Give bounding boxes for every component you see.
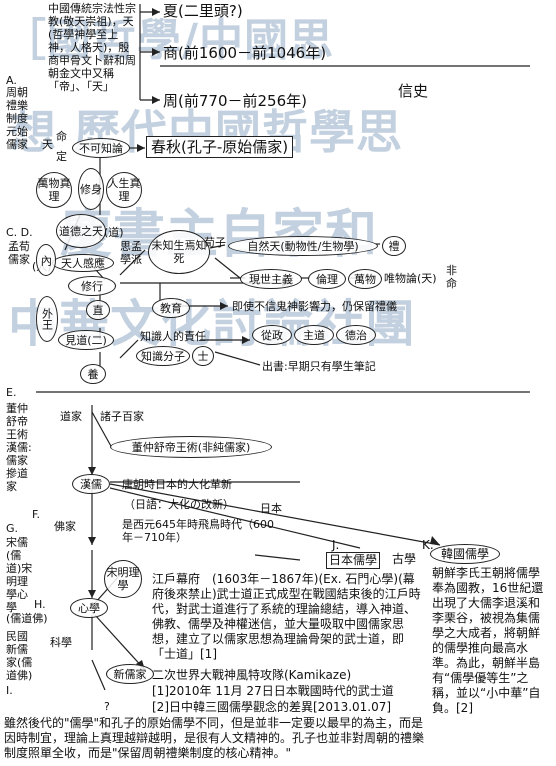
japan-bushido-body: 江戶幕府 (1603年－1867年)(Ex. 石門心學)(幕府後來禁止)武士道正… — [152, 572, 421, 661]
label-cd-body: 孟荀儒家 — [8, 240, 30, 266]
node-jiandao: 見道(二) — [58, 330, 114, 350]
label-k: K. — [422, 538, 434, 552]
text-xiyuan: 是西元645年時飛鳥時代（600年－710年） — [122, 518, 274, 544]
label-minguo: 民國新儒家(儒道佛) — [6, 630, 33, 682]
node-wanwu: 萬物真理 — [36, 172, 72, 208]
node-xianshi: 現世主義 — [240, 269, 302, 289]
node-yang: 養 — [80, 364, 106, 384]
node-daojia: 道家 — [60, 410, 82, 423]
node-wanwu-ren: 萬物 — [348, 269, 382, 289]
node-xiuxing: 修行 — [68, 276, 116, 296]
node-riben-ruxue: 日本儒學 — [326, 552, 381, 569]
node-bukezhi: 不可知論 — [72, 138, 130, 158]
node-ming: 命 — [56, 130, 67, 143]
label-h: H. — [34, 598, 46, 611]
label-a-body: 周朝禮樂制度元始儒家 — [6, 86, 28, 151]
node-tianren: 天人感應 — [52, 254, 114, 272]
node-li: 禮 — [382, 236, 406, 256]
dynasty-chunqiu: 春秋(孔子-原始儒家) — [146, 136, 294, 158]
node-zhudao: 主道 — [294, 325, 334, 345]
node-dongzhongshu: 董仲舒帝王術(非純儒家) — [110, 436, 272, 458]
node-chushu: 出書:早期只有學生筆記 — [262, 360, 376, 373]
label-g: G. — [6, 522, 19, 535]
text-tang-dahua: 唐朝時日本的大化革新 — [122, 478, 232, 491]
node-weiwu: 唯物論(天) — [384, 272, 437, 285]
label-e-body: 董仲舒帝王術漢儒:儒家摻道家 — [6, 402, 32, 493]
label-e: E. — [6, 386, 17, 399]
node-fojia: 佛家 — [54, 520, 76, 533]
node-fei: 非命 — [446, 264, 457, 290]
text-dahua-jp: （日語：大化の改新） — [124, 498, 234, 511]
label-i: I. — [6, 684, 13, 697]
node-jishi: 即使不信鬼神影響力，仍保留禮儀 — [232, 300, 397, 313]
korea-body: 朝鮮李氏王朝將儒學奉為國教，16世紀還出現了大儒李退溪和李栗谷，被視為集儒學之大… — [432, 566, 544, 715]
node-zhishifenzi: 知識分子 — [136, 346, 190, 366]
node-simeng: 思孟學派 — [120, 240, 142, 266]
node-wai: 外 — [40, 308, 54, 319]
node-xiushen: 修身 — [78, 168, 104, 210]
node-jiaoyu: 教育 — [152, 298, 190, 318]
label-f: F. — [32, 508, 41, 521]
text-riben: 日本 — [260, 502, 282, 515]
node-shi: 士 — [192, 346, 214, 366]
node-hanguo-ruxue: 韓國儒學 — [430, 544, 500, 564]
node-zhishiren: 知識人的責任 — [140, 330, 206, 343]
node-guxue: 古學 — [392, 552, 417, 566]
node-dezhi: 德治 — [336, 325, 376, 345]
node-wai-wang: 外王 — [36, 296, 58, 342]
dynasty-shang: 商(前1600－前1046年) — [163, 44, 327, 62]
node-xunzi: 荀子 — [204, 236, 226, 249]
dynasty-xia: 夏(二里頭?) — [163, 2, 243, 20]
node-hanru: 漢儒 — [72, 474, 110, 494]
label-j: J. — [332, 538, 340, 552]
text-kamikaze: 二次世界大戰神風特攻隊(Kamikaze) — [152, 668, 352, 682]
label-xinshi: 信史 — [398, 82, 429, 100]
node-ziran: 自然天(動物性/生物學) — [228, 236, 378, 256]
node-xinxue: 心學 — [70, 598, 108, 618]
node-ding: 定 — [56, 150, 67, 163]
label-g-body: 宋儒(儒道)宋明理學心學 — [6, 536, 33, 614]
question-mark: ? — [104, 700, 110, 713]
node-zhi: 直 — [86, 300, 110, 320]
ref-2: [2]日中韓三國儒學觀念的差異[2013.01.07] — [152, 700, 392, 714]
ancient-religion-note: 中國傳統宗法性宗教(敬天崇祖)，天(哲學神學至上神，人格天)，殷商甲骨文卜辭和周… — [48, 2, 136, 93]
node-dao-paren: (道) — [104, 226, 124, 239]
ref-1: [1]2010年 11月 27日日本戰國時代的武士道 — [152, 684, 394, 698]
node-wang: 王 — [40, 319, 54, 330]
node-rensheng: 人生真理 — [106, 172, 142, 208]
node-nei: 內 — [36, 244, 56, 276]
node-xinrujia: 新儒家 — [106, 664, 154, 684]
node-tian: 天 — [42, 138, 53, 151]
node-kexue: 科學 — [50, 636, 72, 649]
label-h-body: (儒道佛) — [6, 612, 48, 625]
node-daode: 道德之天 — [56, 214, 106, 248]
node-zhuzi: 諸子百家 — [100, 410, 144, 423]
label-cd: C. D. — [6, 226, 33, 239]
dynasty-zhou: 周(前770－前256年) — [163, 92, 307, 110]
node-songming: 宋明理學 — [104, 560, 142, 598]
node-lunli: 倫理 — [308, 269, 346, 289]
node-weizhi: 未知生焉知死 — [148, 230, 210, 274]
label-a: A. — [6, 74, 17, 87]
footer-note: 雖然後代的"儒學"和孔子的原始儒學不同，但是並非一定要以最早的為主，而是因時制宜… — [4, 716, 425, 760]
node-congzheng: 從政 — [252, 325, 292, 345]
